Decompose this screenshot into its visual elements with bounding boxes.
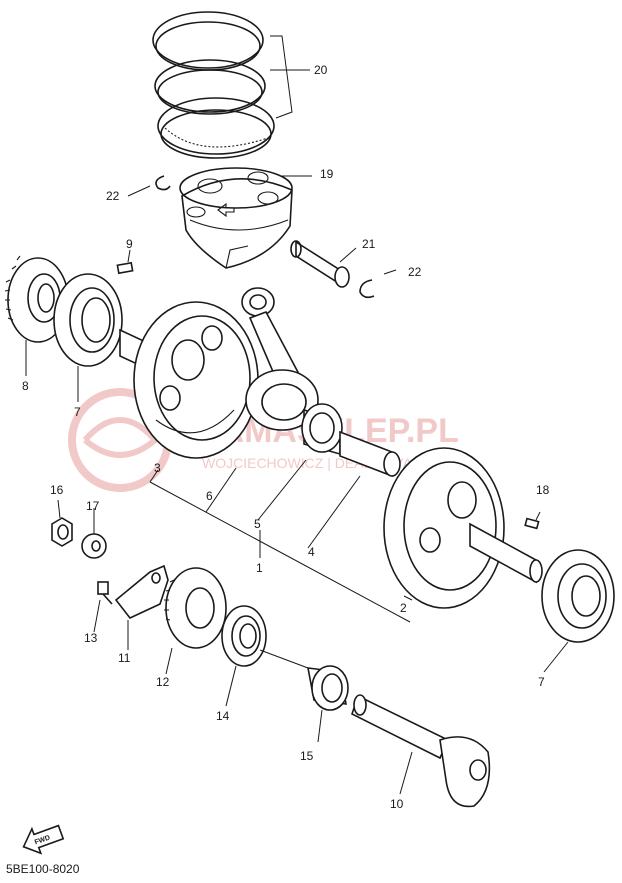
part-washer xyxy=(81,533,107,559)
callout-11: 11 xyxy=(118,651,131,665)
part-piston-pin xyxy=(290,240,350,288)
callout-21: 21 xyxy=(362,237,376,251)
assembly-brackets xyxy=(149,35,413,623)
part-bolt xyxy=(97,581,113,605)
part-connecting-rod xyxy=(241,287,319,431)
callout-9: 9 xyxy=(126,237,133,251)
callout-19: 19 xyxy=(320,167,334,181)
part-crank-pin xyxy=(339,430,401,478)
part-balancer-gear xyxy=(164,567,227,649)
callout-7-lower: 7 xyxy=(538,675,545,689)
part-crank-web-left xyxy=(119,301,259,459)
callout-20: 20 xyxy=(314,63,328,77)
part-piston-clip-left xyxy=(155,175,171,191)
callout-5: 5 xyxy=(254,517,261,531)
callout-17: 17 xyxy=(86,499,100,513)
callout-22-left: 22 xyxy=(106,189,120,203)
part-woodruff-key-18 xyxy=(524,517,540,530)
part-piston-rings xyxy=(152,11,275,159)
callout-3: 3 xyxy=(154,461,161,475)
part-needle-bearing xyxy=(301,403,343,456)
callout-1: 1 xyxy=(256,561,263,575)
part-timing-gear xyxy=(4,255,69,343)
part-needle-bearing-15 xyxy=(307,665,349,711)
part-crank-web-right xyxy=(383,447,543,609)
part-bearing-right xyxy=(541,549,615,643)
callout-15: 15 xyxy=(300,749,314,763)
callout-18: 18 xyxy=(536,483,550,497)
callout-22-right: 22 xyxy=(408,265,422,279)
part-piston xyxy=(179,167,293,269)
callout-13: 13 xyxy=(84,631,98,645)
callout-6: 6 xyxy=(206,489,213,503)
part-plate xyxy=(114,564,169,619)
callout-16: 16 xyxy=(50,483,64,497)
part-bearing-left xyxy=(53,273,123,367)
callout-8: 8 xyxy=(22,379,29,393)
callout-2: 2 xyxy=(400,601,407,615)
callout-12: 12 xyxy=(156,675,170,689)
part-bearing-14 xyxy=(221,605,267,667)
fwd-arrow-icon: FWD xyxy=(22,824,65,855)
part-nut xyxy=(51,517,73,547)
callout-4: 4 xyxy=(308,545,315,559)
leader-lines xyxy=(25,175,569,795)
callout-10: 10 xyxy=(390,797,404,811)
callout-14: 14 xyxy=(216,709,230,723)
callout-7-upper: 7 xyxy=(74,405,81,419)
part-balancer-shaft xyxy=(351,694,491,808)
part-woodruff-key-9 xyxy=(116,261,134,275)
part-piston-clip-right xyxy=(359,279,375,299)
callouts: 20 19 22 21 22 9 8 7 3 6 5 4 1 2 18 7 16… xyxy=(22,63,550,811)
part-code: 5BE100-8020 xyxy=(6,862,80,876)
